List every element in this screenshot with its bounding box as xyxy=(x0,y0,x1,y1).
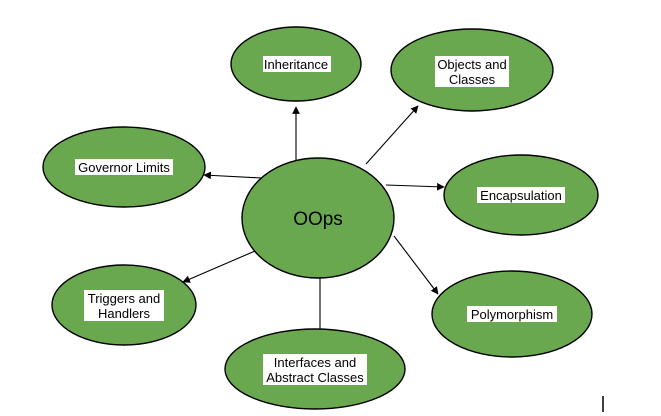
node-polymorphism: Polymorphism xyxy=(431,270,593,358)
node-polymorphism-label: Polymorphism xyxy=(471,307,553,322)
node-oops-ellipse xyxy=(241,157,395,279)
node-triggers-handlers-label-line2: Handlers xyxy=(98,306,151,321)
node-encapsulation-label: Encapsulation xyxy=(480,188,562,203)
node-polymorphism-label-bg xyxy=(467,306,557,322)
node-inheritance-label-bg xyxy=(263,56,331,72)
node-interfaces-abstract-label-bg xyxy=(263,354,367,385)
node-triggers-handlers-label-line1: Triggers and xyxy=(88,291,161,306)
edge-oops-to-polymorphism xyxy=(393,235,439,295)
node-oops-label: OOps xyxy=(293,209,343,230)
node-objects-classes-label-line1: Objects and xyxy=(437,57,506,72)
edge-oops-to-encapsulation xyxy=(385,182,445,191)
node-objects-classes: Objects and Classes xyxy=(390,28,554,112)
edge-oops-to-governor-limits xyxy=(203,171,263,180)
node-objects-classes-label-line2: Classes xyxy=(449,72,496,87)
node-interfaces-abstract-label-line1: Interfaces and xyxy=(274,355,356,370)
node-objects-classes-label-bg xyxy=(435,56,509,87)
node-triggers-handlers-label-bg xyxy=(84,290,164,321)
edge-oops-to-objects-classes xyxy=(365,105,419,165)
node-oops-center: OOps xyxy=(241,157,395,279)
nodes-group: Inheritance Objects and Classes Governor… xyxy=(42,26,599,410)
node-governor-limits-label-bg xyxy=(75,159,173,175)
node-governor-limits: Governor Limits xyxy=(42,126,206,208)
node-triggers-handlers: Triggers and Handlers xyxy=(51,264,197,346)
edge-triggers-handlers-link xyxy=(182,250,256,283)
node-interfaces-abstract-label-line2: Abstract Classes xyxy=(266,370,364,385)
node-encapsulation: Encapsulation xyxy=(443,154,599,236)
node-governor-limits-label: Governor Limits xyxy=(78,160,170,175)
node-encapsulation-label-bg xyxy=(477,187,565,203)
node-inheritance-label: Inheritance xyxy=(264,57,328,72)
node-inheritance: Inheritance xyxy=(230,26,362,102)
node-interfaces-abstract: Interfaces and Abstract Classes xyxy=(224,328,406,410)
